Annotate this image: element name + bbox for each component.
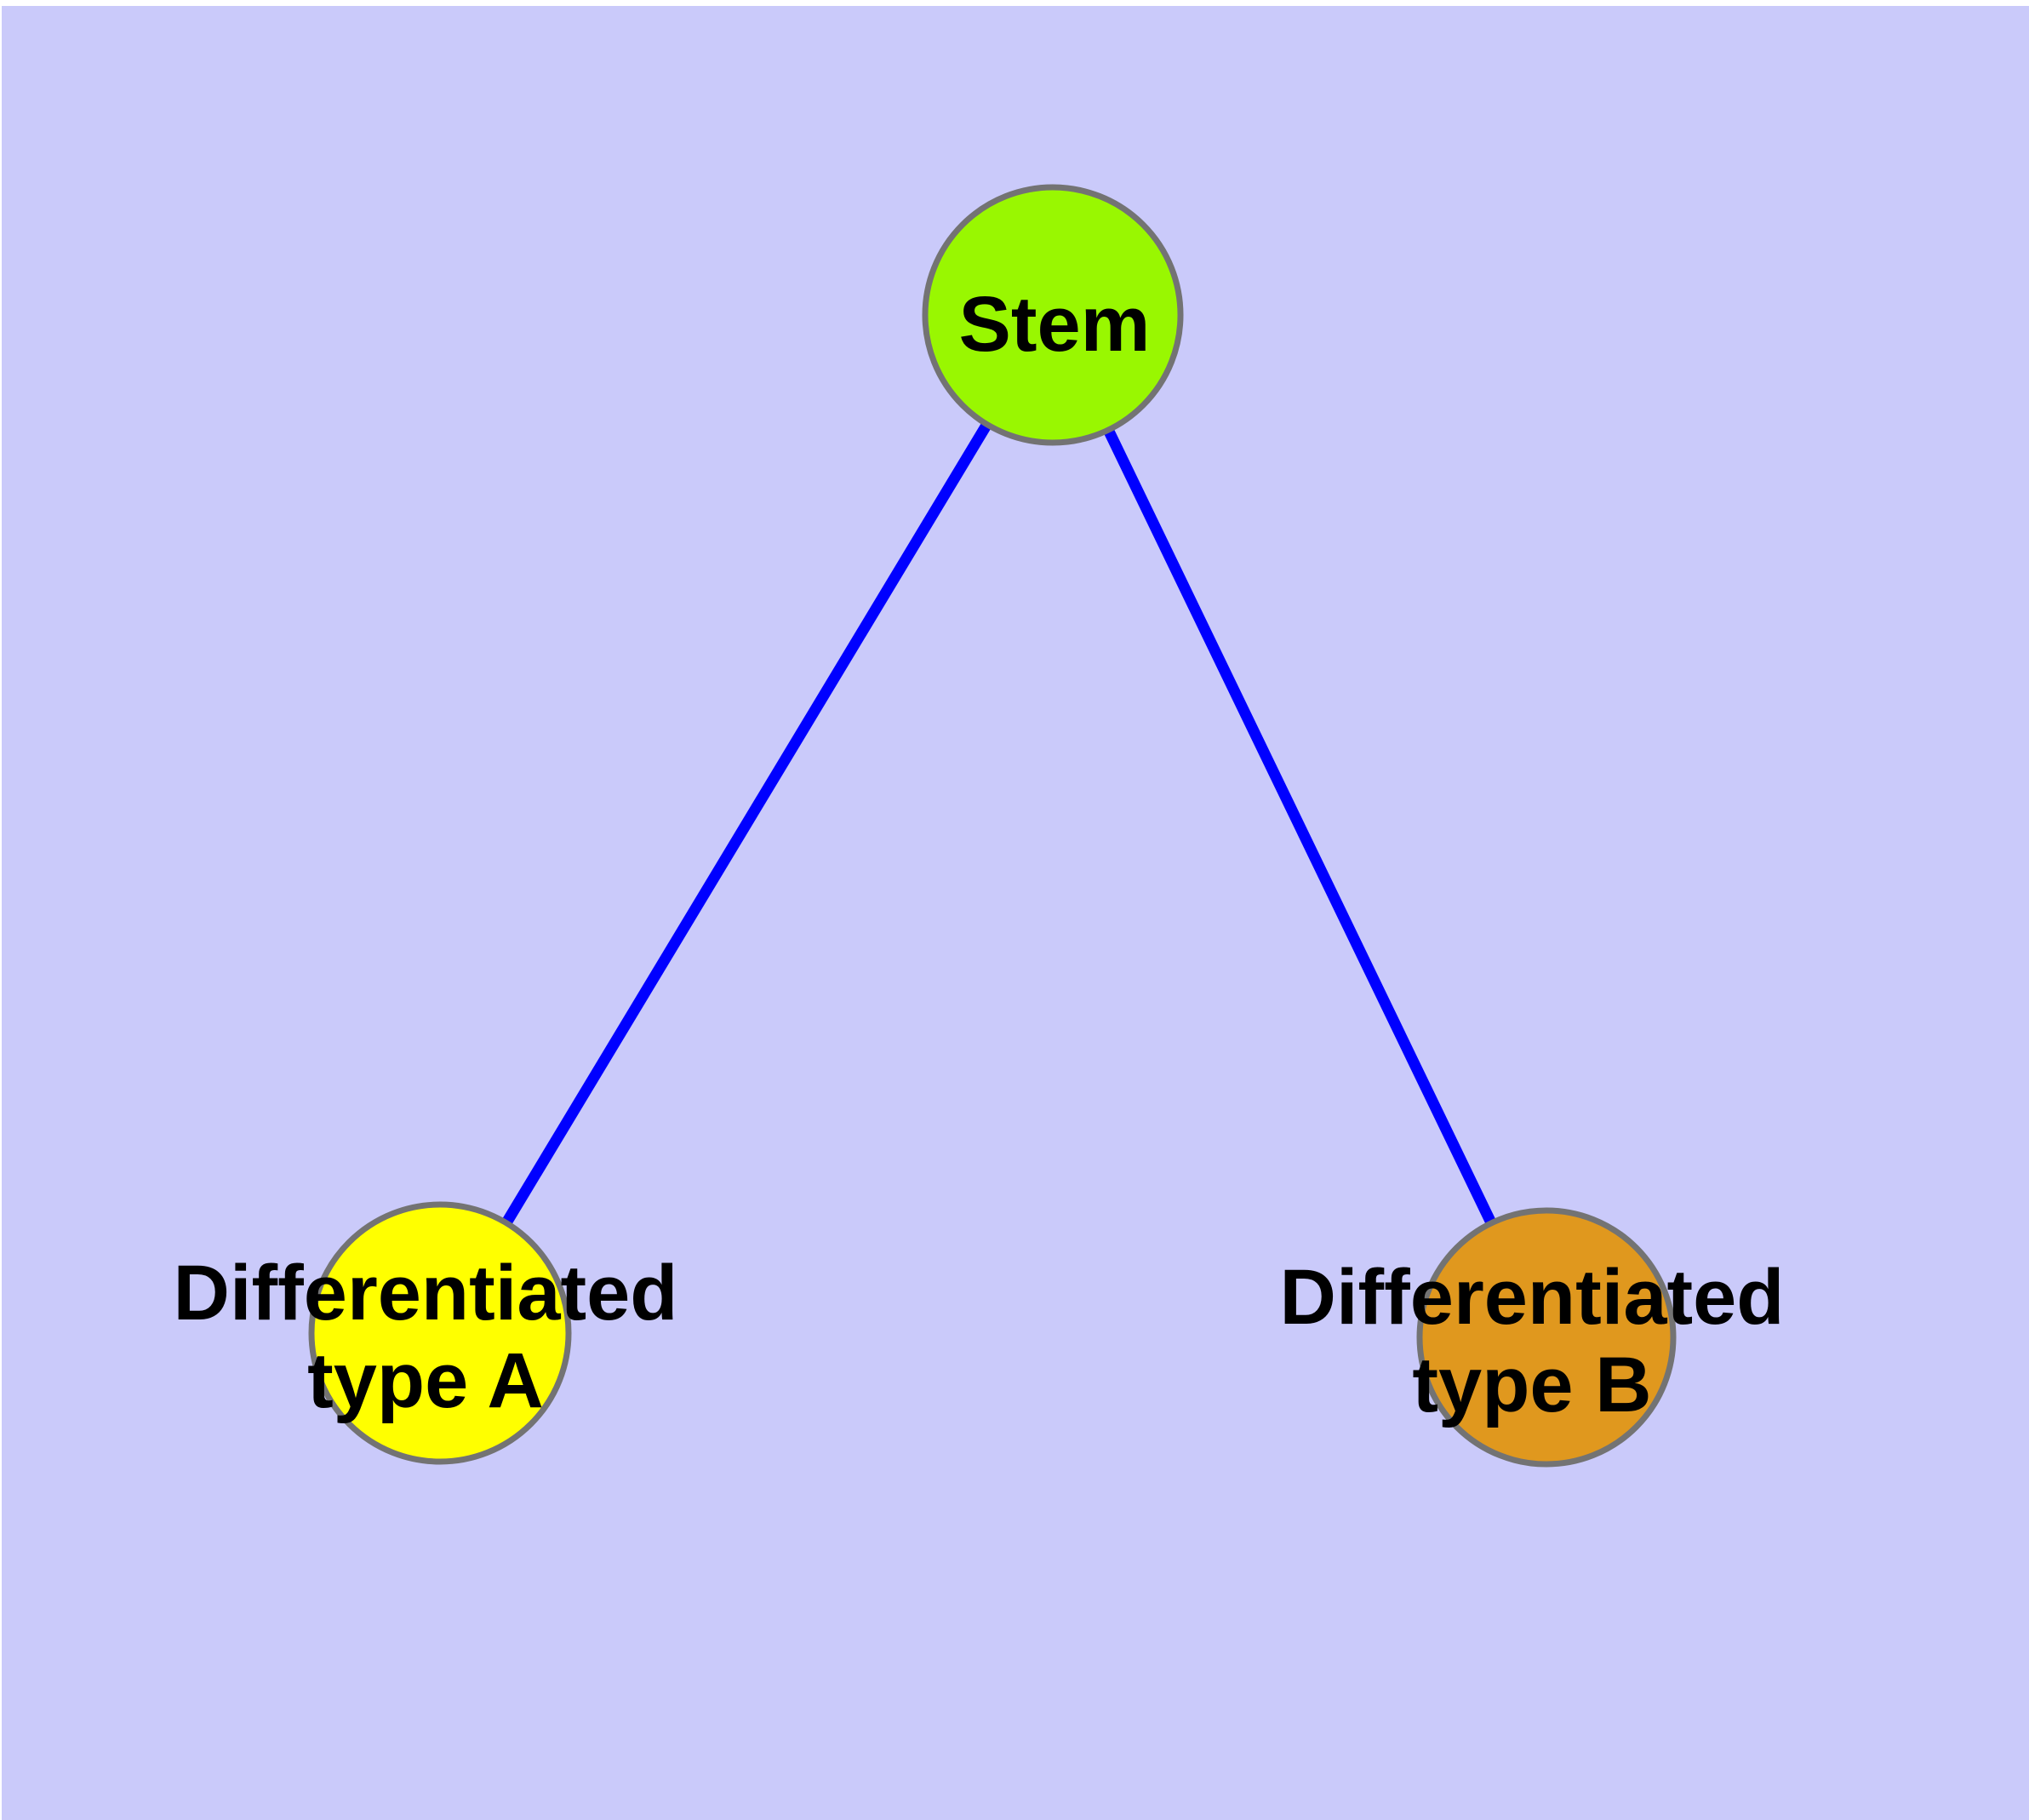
node-group bbox=[308, 184, 1677, 1468]
node-type-a-label-line1: Differentiated bbox=[174, 1250, 678, 1336]
node-stem-label: Stem bbox=[959, 281, 1151, 368]
edge-group bbox=[435, 312, 1552, 1340]
node-type-b bbox=[1416, 1207, 1677, 1468]
edge-stem-to-type-a bbox=[435, 312, 1058, 1336]
node-stem bbox=[922, 184, 1184, 446]
edge-stem-to-type-b bbox=[1048, 312, 1552, 1340]
label-group: Stem Differentiated type A Differentiate… bbox=[174, 281, 1785, 1428]
node-type-a-label-line2: type A bbox=[307, 1337, 544, 1424]
node-type-b-label-line1: Differentiated bbox=[1280, 1254, 1785, 1341]
node-type-b-label-line2: type B bbox=[1412, 1342, 1651, 1428]
node-type-a bbox=[308, 1201, 572, 1465]
